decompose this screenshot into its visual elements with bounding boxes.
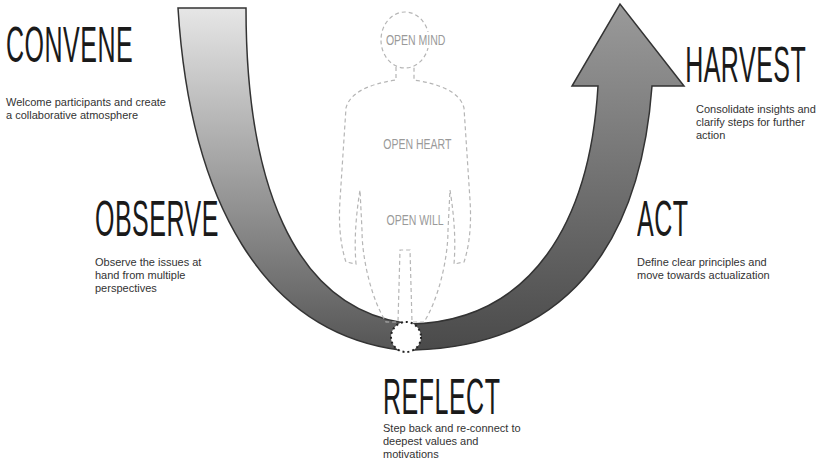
stage-description: Consolidate insights and clarify steps f… (696, 103, 824, 142)
stage-description: Define clear principles and move towards… (637, 256, 772, 282)
reflect-point (391, 322, 421, 352)
human-figure (339, 12, 470, 322)
down-arrow-band (178, 8, 404, 350)
figure-label: OPEN MIND (384, 32, 448, 48)
stage-heading: CONVENE (6, 20, 133, 70)
figure-label: OPEN WILL (384, 212, 446, 228)
stage-heading: HARVEST (685, 40, 806, 90)
stage-heading: OBSERVE (95, 194, 219, 244)
up-arrow (412, 4, 684, 350)
stage-description: Welcome participants and create a collab… (6, 96, 166, 122)
stage-heading: REFLECT (383, 372, 500, 422)
figure-label: OPEN HEART (381, 136, 454, 152)
stage-description: Step back and re-connect to deepest valu… (383, 422, 528, 461)
stage-heading: ACT (637, 194, 689, 244)
stage-description: Observe the issues at hand from multiple… (95, 256, 220, 295)
